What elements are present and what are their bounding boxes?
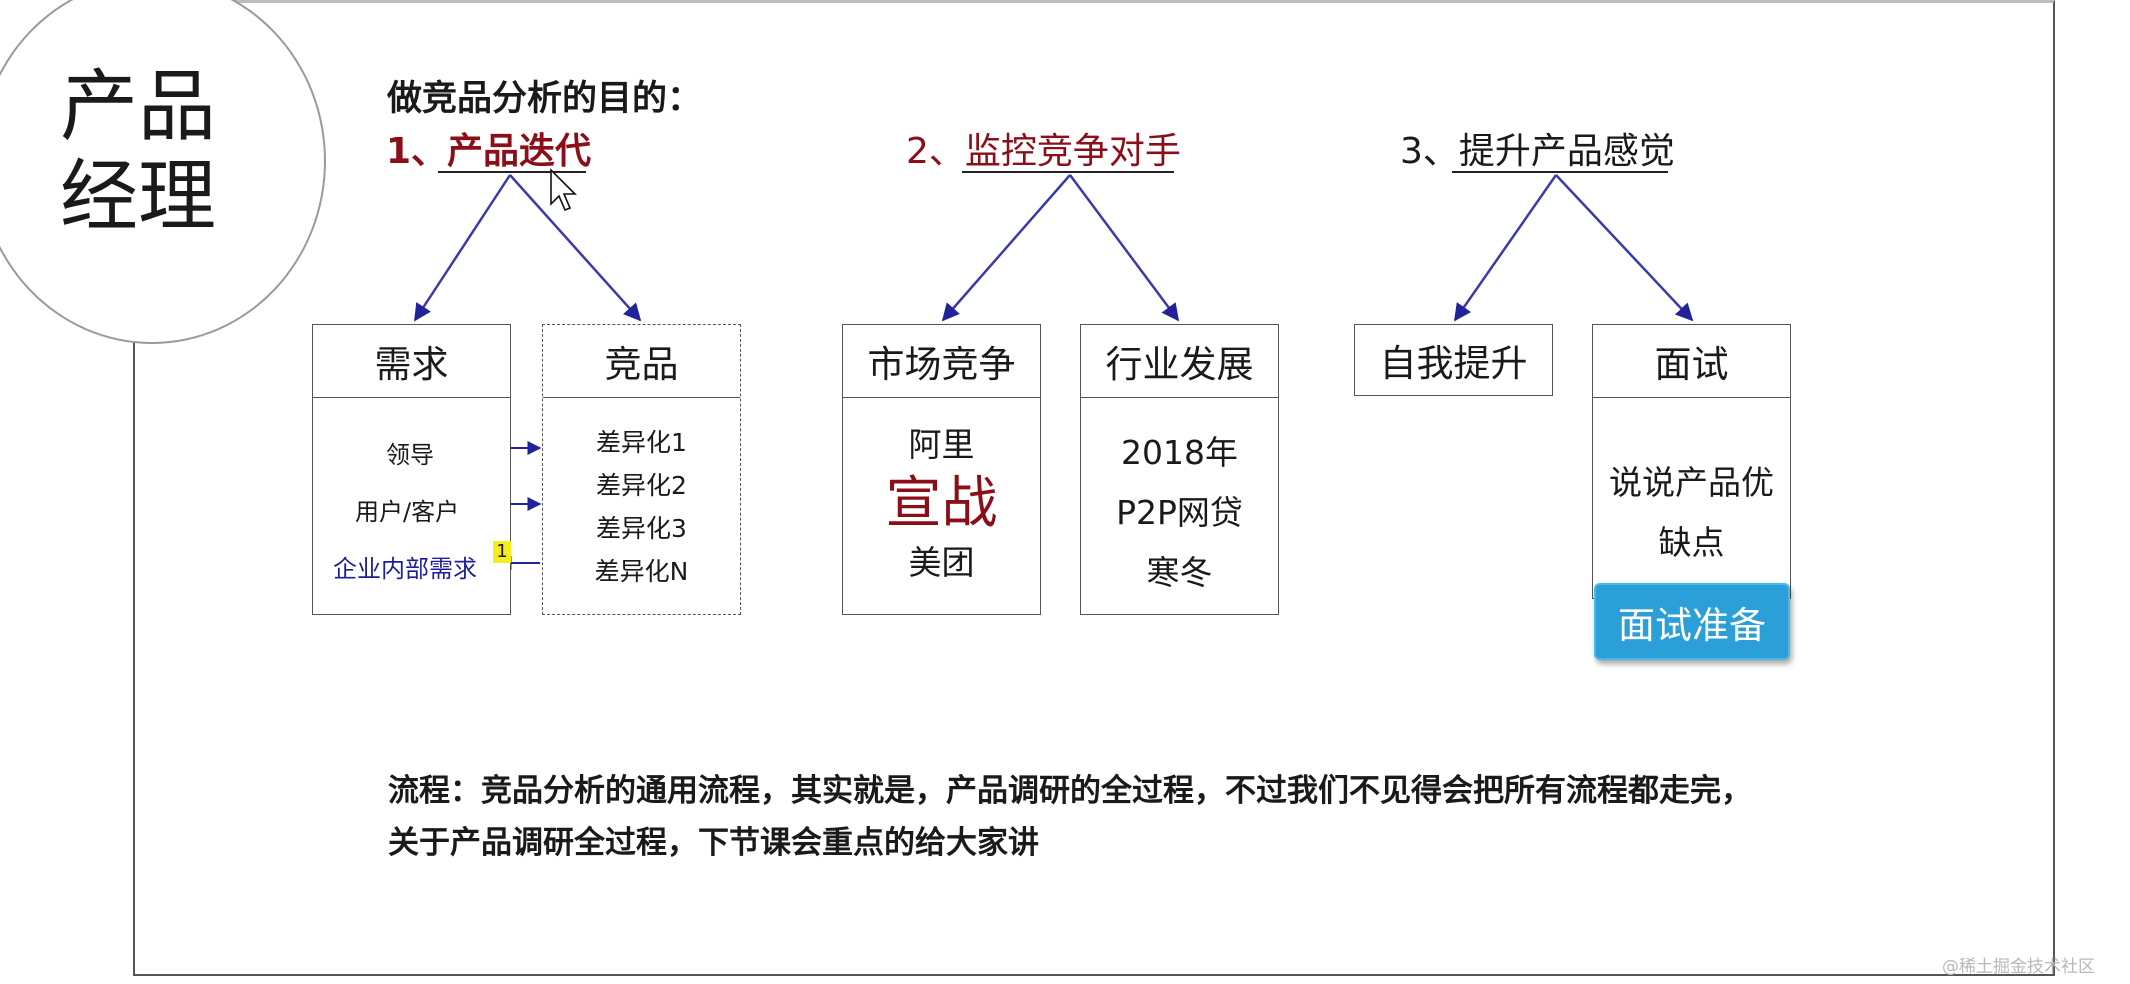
market-box: 市场竞争 阿里 宣战 美团 bbox=[842, 324, 1041, 615]
market-line-3: 美团 bbox=[908, 543, 975, 582]
industry-title: 行业发展 bbox=[1081, 325, 1278, 398]
industry-line-2: P2P网贷 bbox=[1116, 493, 1243, 532]
goal-2-label: 2、监控竞争对手 bbox=[906, 131, 1181, 172]
goal-1-label: 1、产品迭代 bbox=[386, 131, 592, 172]
goal-1-underline bbox=[438, 171, 586, 173]
competitor-item-2: 差异化2 bbox=[596, 471, 687, 500]
demand-item-internal: 企业内部需求 bbox=[333, 555, 477, 583]
goal-3-label: 3、提升产品感觉 bbox=[1400, 131, 1675, 172]
arrow-goal2-market bbox=[941, 174, 1071, 322]
arrow-goal1-competitor bbox=[509, 174, 642, 322]
competitor-item-1: 差异化1 bbox=[596, 428, 687, 457]
demand-item-user: 用户/客户 bbox=[355, 498, 460, 526]
goal-2-underline bbox=[962, 171, 1174, 173]
cursor-icon bbox=[550, 168, 577, 212]
demand-item-leader: 领导 bbox=[386, 441, 434, 469]
demand-box: 需求 bbox=[312, 324, 511, 615]
arrow-goal3-self bbox=[1453, 174, 1558, 322]
market-line-2: 宣战 bbox=[885, 471, 998, 536]
self-box: 自我提升 bbox=[1354, 324, 1553, 396]
competitor-box: 竞品 差异化1 差异化2 差异化3 差异化N bbox=[542, 324, 741, 615]
competitor-item-n: 差异化N bbox=[594, 557, 689, 586]
industry-box: 行业发展 2018年 P2P网贷 寒冬 bbox=[1080, 324, 1279, 615]
interview-line-2: 缺点 bbox=[1658, 523, 1725, 562]
market-title: 市场竞争 bbox=[843, 325, 1040, 398]
industry-line-3: 寒冬 bbox=[1146, 553, 1213, 592]
slide-frame bbox=[133, 0, 2055, 976]
demand-title: 需求 bbox=[313, 325, 510, 398]
goal-3-underline bbox=[1452, 171, 1668, 173]
industry-line-1: 2018年 bbox=[1121, 433, 1238, 472]
flow-text-line2: 关于产品调研全过程，下节课会重点的给大家讲 bbox=[388, 825, 1039, 861]
self-title: 自我提升 bbox=[1379, 341, 1528, 385]
interview-box: 面试 说说产品优 缺点 bbox=[1592, 324, 1791, 599]
logo-text-line2: 经理 bbox=[60, 152, 217, 242]
arrow-goal3-interview bbox=[1555, 174, 1694, 322]
market-line-1: 阿里 bbox=[908, 425, 975, 464]
flow-text-line1: 流程：竞品分析的通用流程，其实就是，产品调研的全过程，不过我们不见得会把所有流程… bbox=[388, 773, 1752, 809]
arrow-goal1-demand bbox=[413, 174, 512, 322]
interview-title: 面试 bbox=[1593, 325, 1790, 398]
logo-text-line1: 产品 bbox=[60, 62, 217, 152]
slide-heading: 做竞品分析的目的： bbox=[387, 79, 703, 119]
arrow-goal2-industry bbox=[1068, 174, 1180, 322]
watermark: @稀土掘金技术社区 bbox=[1942, 957, 2095, 977]
comment-badge: 1 bbox=[493, 541, 511, 563]
competitor-title: 竞品 bbox=[543, 325, 740, 398]
interview-prep-button[interactable]: 面试准备 bbox=[1594, 583, 1790, 660]
competitor-item-3: 差异化3 bbox=[596, 514, 687, 543]
logo-circle: 产品 经理 bbox=[0, 0, 326, 344]
interview-line-1: 说说产品优 bbox=[1609, 463, 1774, 502]
